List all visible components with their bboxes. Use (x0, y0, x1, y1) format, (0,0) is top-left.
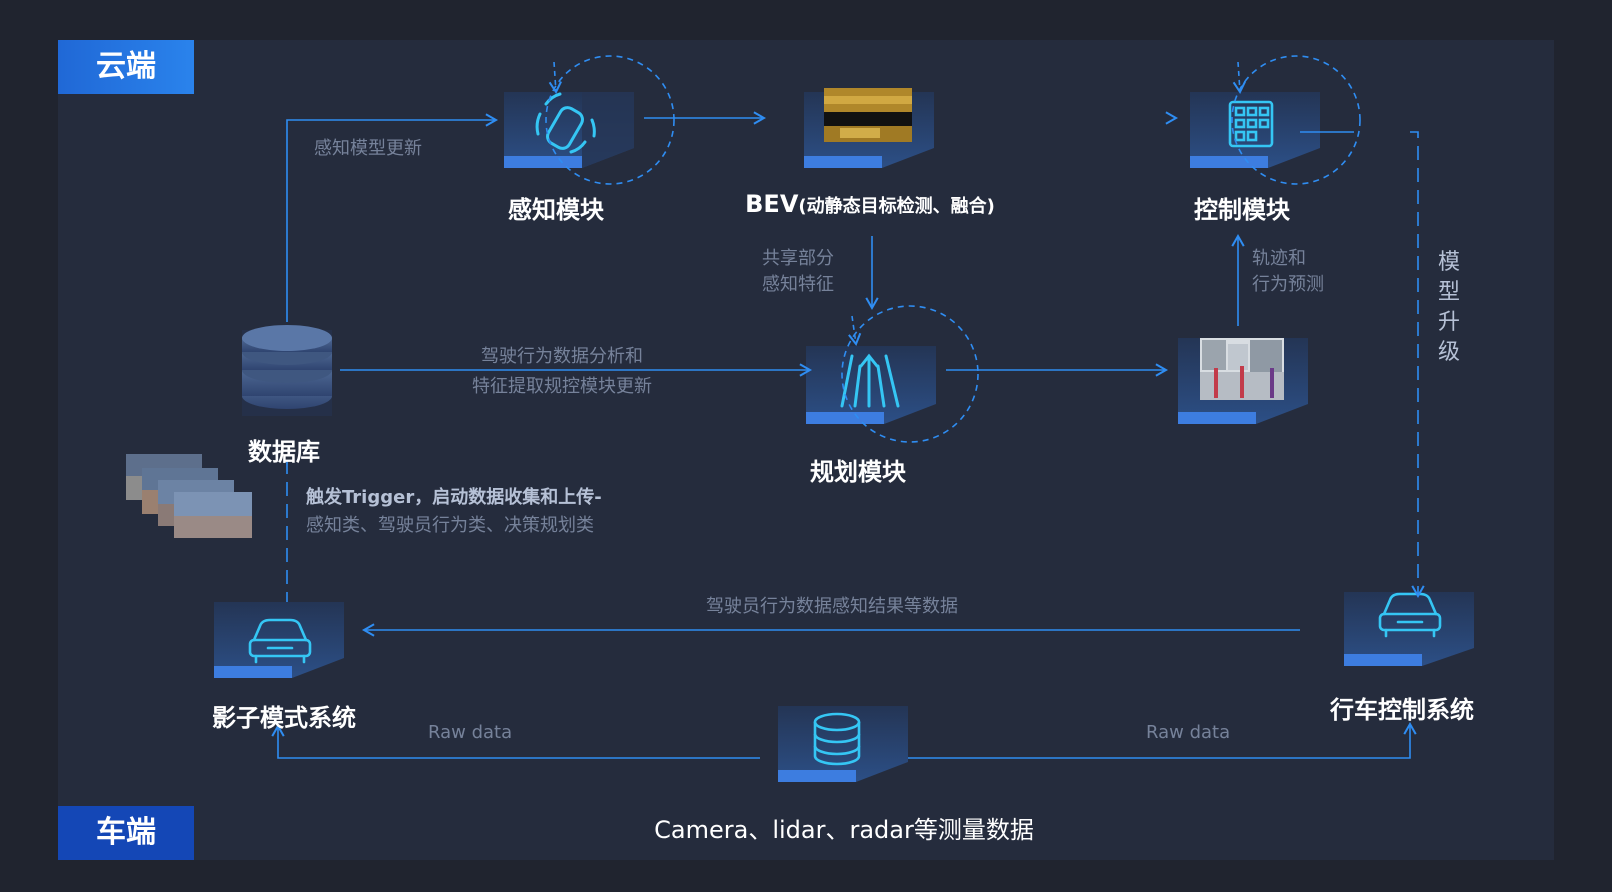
control-grid-icon (1228, 100, 1274, 148)
trajectory-line: 轨迹和 (1252, 248, 1306, 269)
car-sensor-icon (535, 92, 596, 154)
database-icon (242, 325, 332, 416)
driving-analysis-line: 驾驶行为数据分析和 (481, 346, 643, 367)
model-upgrade-char: 型 (1437, 280, 1460, 305)
shadow-mode-label: 影子模式系统 (212, 704, 356, 732)
vehicle-panel (58, 548, 1554, 860)
bev-main-label: BEV (745, 190, 799, 218)
shared-features-label: 共享部分 感知特征 (762, 246, 834, 298)
connectors (271, 111, 1417, 759)
model-upgrade-char: 升 (1437, 310, 1460, 335)
vehicle-tag: 车端 (58, 806, 194, 860)
trigger-line: 触发Trigger，启动数据收集和上传- (306, 487, 602, 508)
model-update-label: 感知模型更新 (314, 138, 422, 159)
driver-data-label: 驾驶员行为数据感知结果等数据 (706, 596, 958, 617)
sensors-cube (778, 706, 908, 782)
database-label: 数据库 (248, 438, 320, 466)
model-upgrade-label: 模 型 升 级 (1436, 248, 1462, 368)
photo-stack-icon (126, 454, 252, 538)
control-cube (1190, 92, 1320, 168)
model-upgrade-char: 级 (1437, 340, 1460, 365)
cloud-tag: 云端 (58, 40, 194, 94)
driving-analysis-label: 驾驶行为数据分析和 特征提取规控模块更新 (472, 342, 652, 402)
driving-control-label: 行车控制系统 (1330, 696, 1474, 724)
street-scene-icon (1200, 338, 1284, 400)
planning-cube (806, 346, 936, 424)
dashed-connectors (286, 131, 1425, 602)
trigger-line: 感知类、驾驶员行为类、决策规划类 (306, 515, 594, 536)
bev-module-label: BEV(动静态目标检测、融合) (745, 190, 995, 218)
bev-sub-label: (动静态目标检测、融合) (798, 196, 995, 217)
shared-features-line: 感知特征 (762, 274, 834, 295)
raw-data-right-label: Raw data (1146, 722, 1231, 743)
shared-features-line: 共享部分 (762, 248, 834, 269)
car-icon (1378, 592, 1442, 638)
model-upgrade-char: 模 (1437, 250, 1460, 275)
trigger-label: 触发Trigger，启动数据收集和上传- 感知类、驾驶员行为类、决策规划类 (306, 484, 602, 540)
car-icon (248, 618, 312, 664)
trajectory-label: 轨迹和 行为预测 (1252, 246, 1324, 298)
lane-road-icon (840, 353, 900, 408)
perception-module-label: 感知模块 (508, 196, 604, 224)
camera-frames-icon (824, 88, 912, 142)
trajectory-line: 行为预测 (1252, 274, 1324, 295)
planning-module-label: 规划模块 (810, 458, 906, 486)
sensor-data-label: Camera、lidar、radar等测量数据 (654, 816, 1034, 844)
raw-data-left-label: Raw data (428, 722, 513, 743)
perception-cube (504, 92, 634, 168)
loop-circles (545, 55, 1361, 443)
control-module-label: 控制模块 (1194, 196, 1290, 224)
driving-analysis-line: 特征提取规控模块更新 (472, 376, 652, 397)
database-icon (813, 712, 861, 766)
